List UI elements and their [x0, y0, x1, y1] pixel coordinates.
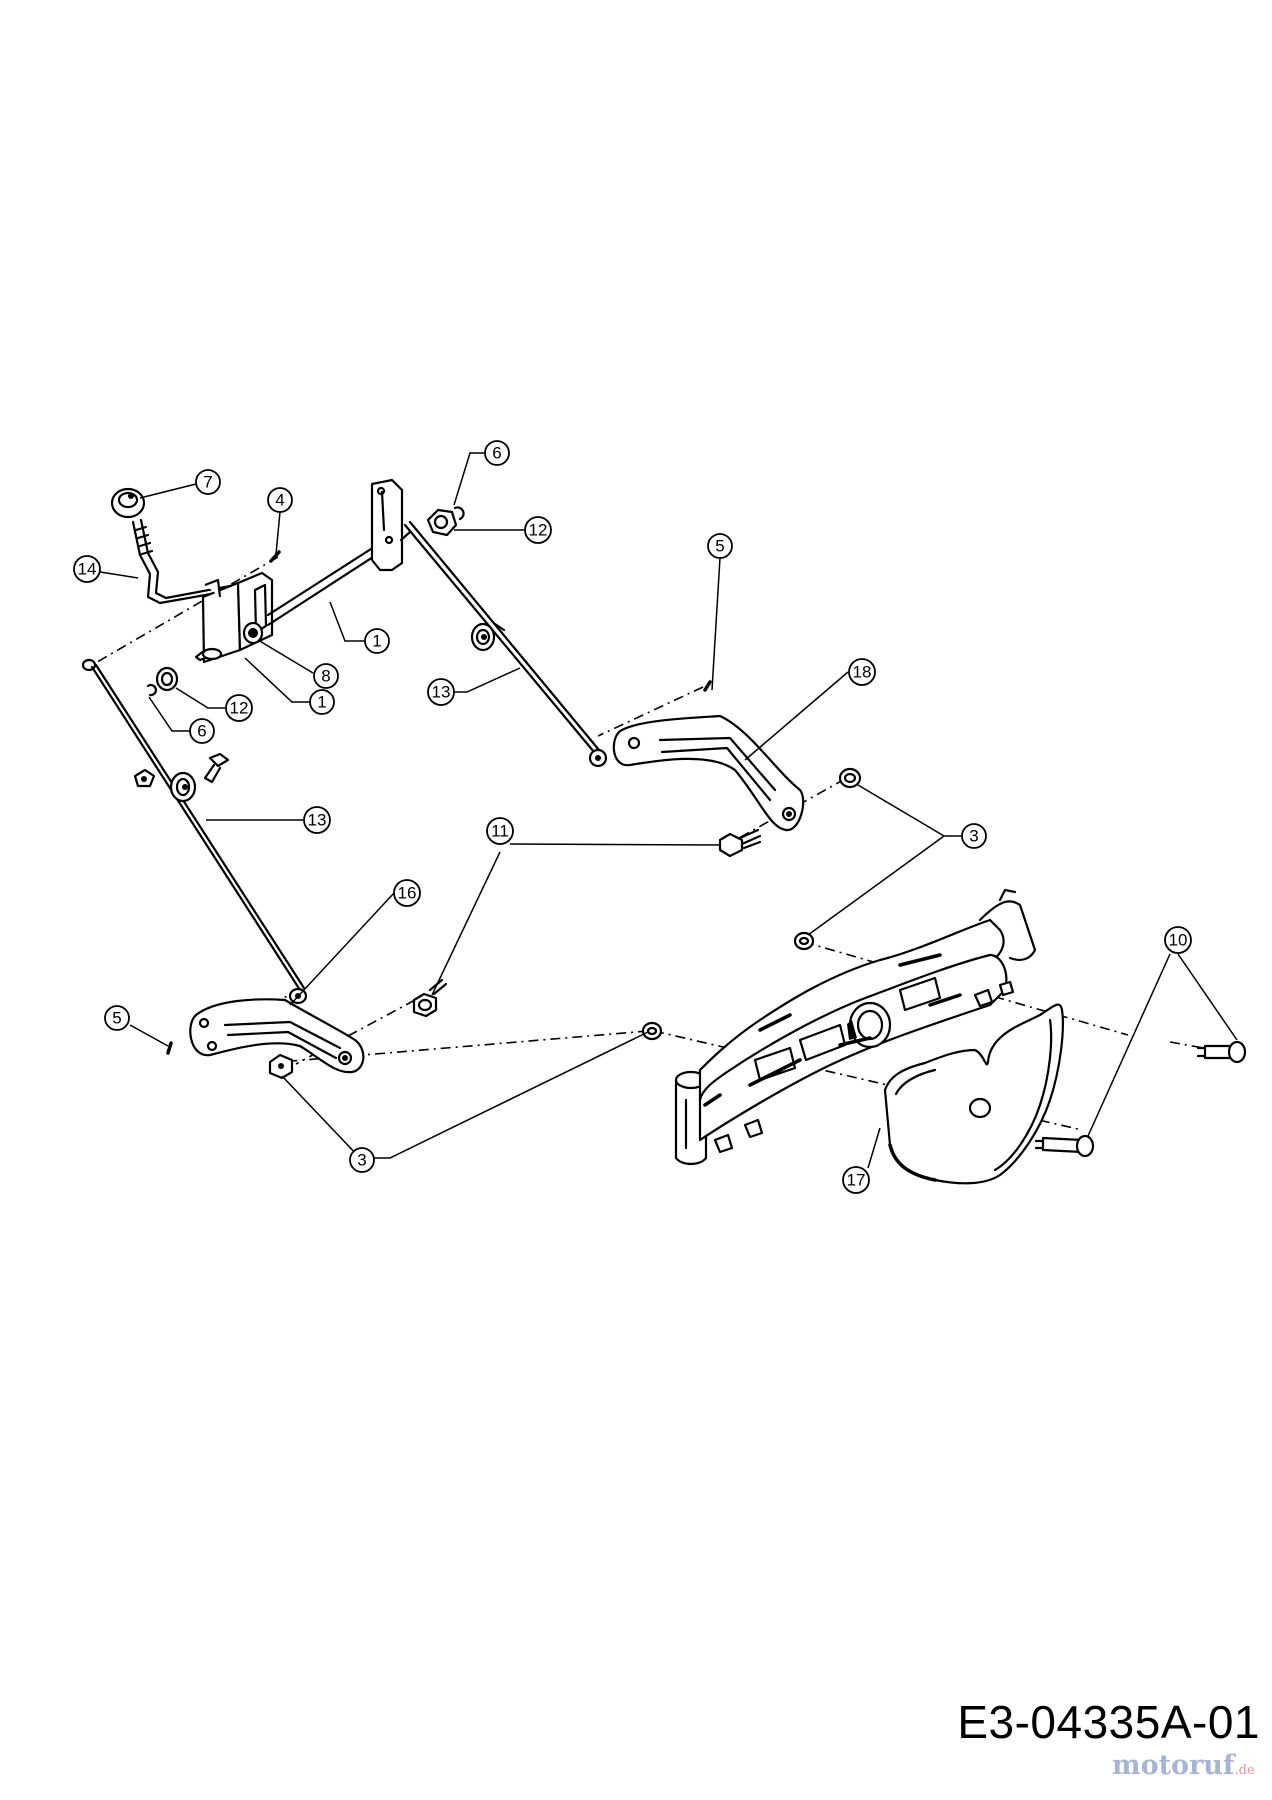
- callout-3-top: 3: [961, 823, 987, 849]
- callout-1-lower: 1: [309, 689, 335, 715]
- flange-nut-left: [268, 1053, 294, 1080]
- svg-text:5: 5: [112, 1009, 121, 1028]
- flange-bolt-left: [412, 978, 448, 1018]
- svg-text:12: 12: [529, 521, 548, 540]
- callout-6-right: 6: [484, 440, 510, 466]
- left-washer: [146, 666, 179, 697]
- svg-text:8: 8: [321, 667, 330, 686]
- svg-text:12: 12: [230, 699, 249, 718]
- svg-text:11: 11: [491, 822, 509, 841]
- svg-text:3: 3: [357, 1151, 366, 1170]
- washer-top: [838, 767, 862, 789]
- callout-14: 14: [73, 555, 101, 583]
- handle-knob: [110, 487, 146, 519]
- svg-text:6: 6: [197, 722, 206, 741]
- callout-13-left: 13: [303, 806, 331, 834]
- svg-text:13: 13: [432, 683, 451, 702]
- lift-shaft: [266, 478, 412, 627]
- washer-mid: [793, 931, 815, 951]
- callout-7: 7: [195, 469, 221, 495]
- svg-text:16: 16: [398, 884, 417, 903]
- watermark-text: motoruf: [1112, 1750, 1235, 1781]
- callout-4: 4: [267, 487, 293, 513]
- spring-pin-top: [269, 550, 281, 563]
- hanger-arm-left: [189, 998, 365, 1074]
- callout-12-right: 12: [524, 516, 552, 544]
- front-axle: [674, 888, 1037, 1166]
- callout-16: 16: [393, 879, 421, 907]
- svg-text:3: 3: [969, 827, 978, 846]
- watermark-logo: motoruf.de: [1112, 1750, 1255, 1781]
- callout-11: 11: [486, 817, 514, 845]
- right-nut: [426, 506, 465, 537]
- callout-17: 17: [842, 1166, 870, 1194]
- svg-text:4: 4: [275, 491, 284, 510]
- svg-text:18: 18: [853, 663, 872, 682]
- svg-text:10: 10: [1169, 931, 1188, 950]
- callout-18: 18: [848, 658, 876, 686]
- hanger-arm-right: [612, 714, 805, 832]
- svg-text:13: 13: [308, 811, 327, 830]
- callouts: 7 4 14 1 8 1 12 6: [73, 440, 1192, 1194]
- svg-text:5: 5: [715, 537, 724, 556]
- callout-8: 8: [313, 663, 339, 689]
- cotter-pin-left: [166, 1041, 173, 1055]
- callout-5-top: 5: [707, 533, 733, 559]
- callout-12-left: 12: [225, 694, 253, 722]
- callout-6-left: 6: [189, 718, 215, 744]
- svg-text:1: 1: [317, 693, 326, 712]
- callout-1-upper: 1: [364, 628, 390, 654]
- deck-bracket: [883, 1003, 1064, 1185]
- drawing-code: E3-04335A-01: [957, 1696, 1260, 1748]
- cotter-pin-top: [703, 680, 712, 692]
- svg-text:14: 14: [78, 560, 97, 579]
- svg-text:6: 6: [492, 444, 501, 463]
- svg-text:1: 1: [372, 632, 381, 651]
- lift-bracket: [194, 571, 274, 664]
- clevis-pin-upper: [1196, 1040, 1247, 1064]
- lift-link-right: [403, 520, 608, 768]
- watermark-suffix: .de: [1234, 1763, 1255, 1778]
- svg-text:7: 7: [203, 473, 212, 492]
- flange-bolt-top: [718, 828, 762, 858]
- callout-10: 10: [1164, 926, 1192, 954]
- washer-bottom: [641, 1021, 663, 1041]
- callout-13-right: 13: [427, 678, 455, 706]
- callout-5-left: 5: [104, 1005, 130, 1031]
- svg-text:17: 17: [847, 1171, 866, 1190]
- callout-3-bottom: 3: [349, 1147, 375, 1173]
- lift-link-left: [81, 658, 308, 1005]
- clevis-pin-lower: [1034, 1134, 1095, 1158]
